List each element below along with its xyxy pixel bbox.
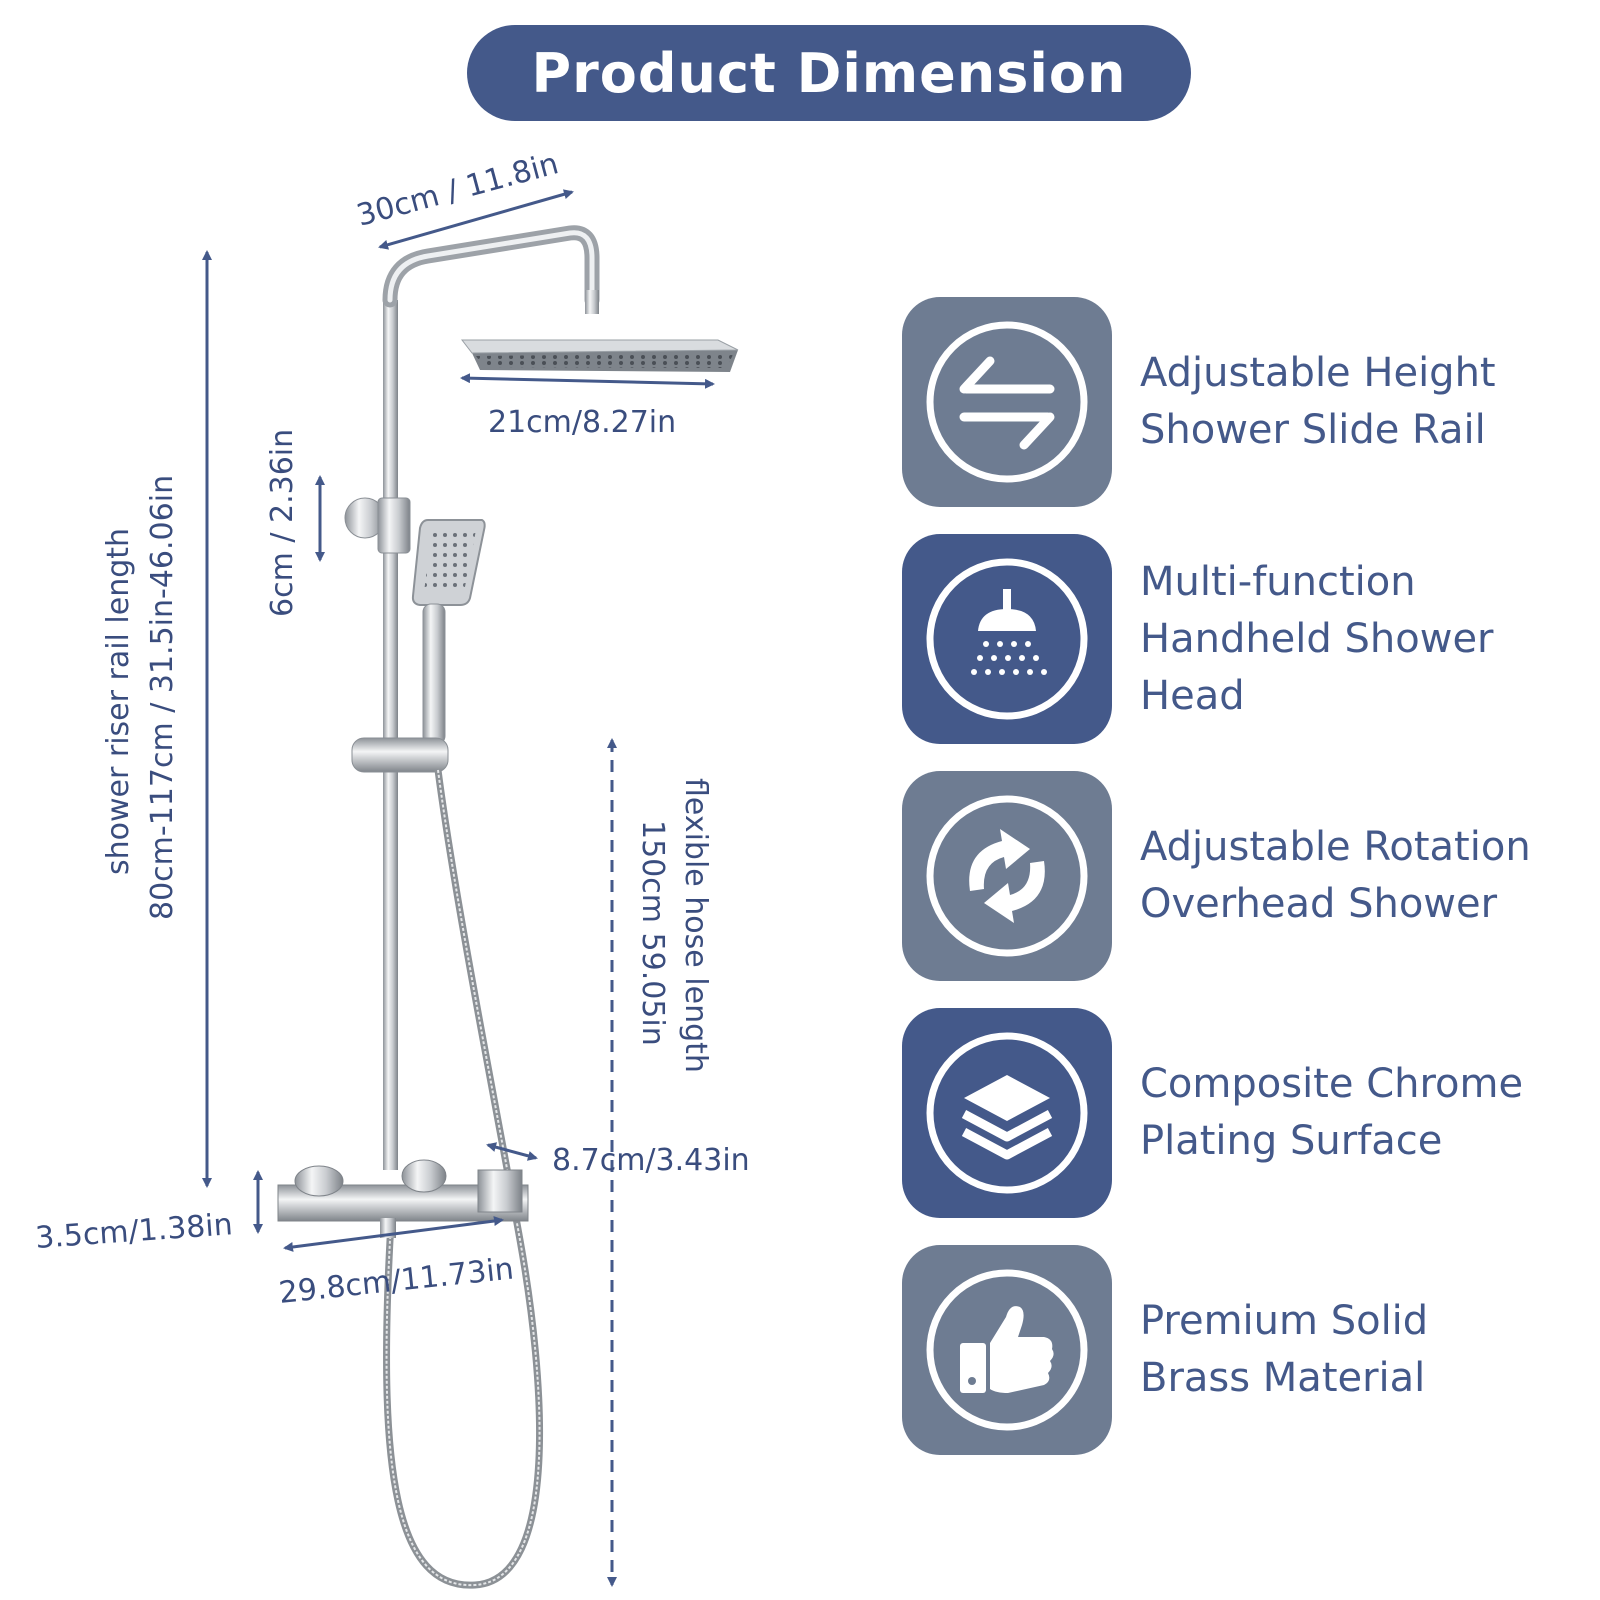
arrow-outlet-depth [486,1142,538,1161]
dim-hose-value: 150cm 59.05in [635,820,670,1046]
feature-line: Adjustable Height [1140,350,1496,396]
feature-line: Plating Surface [1140,1118,1443,1164]
feature-line: Shower Slide Rail [1140,407,1486,453]
flexible-hose [383,769,544,1589]
feature-tile [902,534,1112,744]
feature-tile [902,1008,1112,1218]
feature-line: Brass Material [1140,1355,1426,1401]
dim-valve-height: 3.5cm/1.38in [34,1207,234,1256]
layers-icon [926,1032,1088,1194]
feature-label: Premium Solid Brass Material [1140,1245,1590,1455]
handheld-shower [411,519,486,745]
dimension-arrows [202,189,715,1587]
dim-head-width: 21cm/8.27in [488,405,676,440]
feature-line: Adjustable Rotation [1140,824,1531,870]
feature-solid-brass: Premium Solid Brass Material [902,1245,1592,1455]
feature-label: Composite Chrome Plating Surface [1140,1008,1590,1218]
feature-line: Composite Chrome [1140,1061,1524,1107]
page-title: Product Dimension [531,41,1127,105]
dim-bracket-height: 6cm / 2.36in [265,429,300,617]
dim-valve-width: 29.8cm/11.73in [277,1251,515,1310]
swap-arrows-icon [926,321,1088,483]
feature-tile [902,297,1112,507]
arrow-head-width [460,373,715,389]
title-banner: Product Dimension [467,25,1191,121]
feature-adjustable-rotation: Adjustable Rotation Overhead Shower [902,771,1592,981]
wall-bracket [344,497,411,554]
feature-line: Premium Solid [1140,1298,1429,1344]
slide-holder [351,737,449,773]
dim-rail-length-label: shower riser rail length [101,528,136,875]
dim-outlet-depth: 8.7cm/3.43in [552,1143,750,1178]
rotation-arrows-icon [926,795,1088,957]
feature-label: Adjustable Rotation Overhead Shower [1140,771,1590,981]
dim-top-arm: 30cm / 11.8in [353,146,562,233]
arrow-top-arm [378,189,574,250]
feature-line: Overhead Shower [1140,881,1498,927]
overhead-shower-head [460,290,739,372]
feature-line: Head [1140,672,1245,719]
feature-label: Adjustable Height Shower Slide Rail [1140,297,1590,507]
arrow-valve-width [283,1216,504,1252]
thumbs-up-icon [926,1269,1088,1431]
shower-head-icon [926,558,1088,720]
thermostatic-valve [277,1159,529,1238]
feature-label: Multi-function Handheld Shower Head [1140,534,1590,744]
feature-tile [902,1245,1112,1455]
feature-line: Handheld Shower [1140,615,1494,662]
feature-tile [902,771,1112,981]
dim-hose-label: flexible hose length [678,778,713,1073]
riser-rail [382,225,600,1170]
dim-rail-length-value: 80cm-117cm / 31.5in-46.06in [145,475,180,920]
feature-chrome-surface: Composite Chrome Plating Surface [902,1008,1592,1218]
feature-multifunction-head: Multi-function Handheld Shower Head [902,534,1592,744]
feature-adjustable-height: Adjustable Height Shower Slide Rail [902,297,1592,507]
feature-line: Multi-function [1140,558,1416,605]
